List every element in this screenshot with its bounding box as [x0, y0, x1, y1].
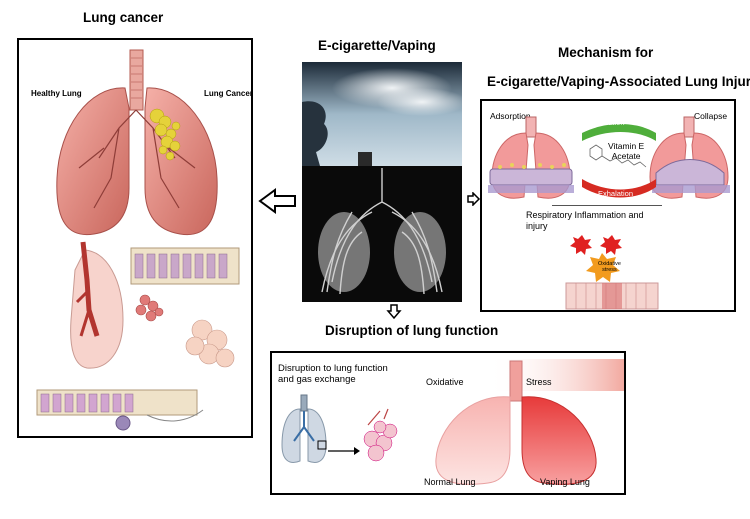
arrow-to-lung-cancer-icon [258, 188, 296, 214]
arrow-to-mechanism-icon [467, 192, 481, 206]
mechanism-title-line2: E-cigarette/Vaping-Associated Lung Injur… [487, 74, 750, 89]
lung-cancer-label: Lung Cancer [204, 89, 253, 98]
collapse-label: Collapse [694, 111, 728, 121]
vaping-photo [302, 62, 462, 302]
alveoli-mechanism-illustration [488, 116, 730, 199]
stress-label: Stress [526, 377, 552, 387]
lung-cancer-panel: Healthy Lung Lung Cancer [17, 38, 253, 438]
normal-lung-label: Normal Lung [424, 477, 476, 487]
arrow-to-disruption-icon [386, 304, 402, 320]
lung-cancer-title: Lung cancer [83, 10, 164, 25]
normal-vs-vaping-lung-illustration [435, 359, 624, 485]
airway-anatomy-illustration [27, 240, 245, 432]
disruption-panel: Disruption to lung function and gas exch… [270, 351, 626, 495]
oxidative-stress-label: Oxidative stress [598, 261, 621, 273]
lungs-illustration [56, 49, 218, 236]
disruption-title: Disruption of lung function [325, 323, 499, 338]
adsorption-label: Adsorption [490, 111, 531, 121]
respiratory-inflammation-label: Respiratory Inflammation and injury [526, 210, 644, 231]
divider [552, 205, 662, 206]
inhalation-label: Inhalation [592, 118, 625, 127]
gas-exchange-illustration [281, 394, 398, 463]
mechanism-title-line1: Mechanism for [558, 45, 654, 60]
oxidative-label: Oxidative [426, 377, 464, 387]
vaping-lung-label: Vaping Lung [540, 477, 590, 487]
vitamin-e-acetate-label: Vitamin E Acetate [608, 141, 645, 161]
vaping-title: E-cigarette/Vaping [318, 38, 436, 53]
healthy-lung-label: Healthy Lung [31, 89, 82, 98]
oxidative-stress-illustration [565, 235, 659, 310]
exhalation-label: Exhalation [598, 189, 634, 198]
mechanism-panel: Adsorption Collapse Inhalation Exha [480, 99, 736, 312]
disruption-caption: Disruption to lung function and gas exch… [278, 363, 388, 385]
